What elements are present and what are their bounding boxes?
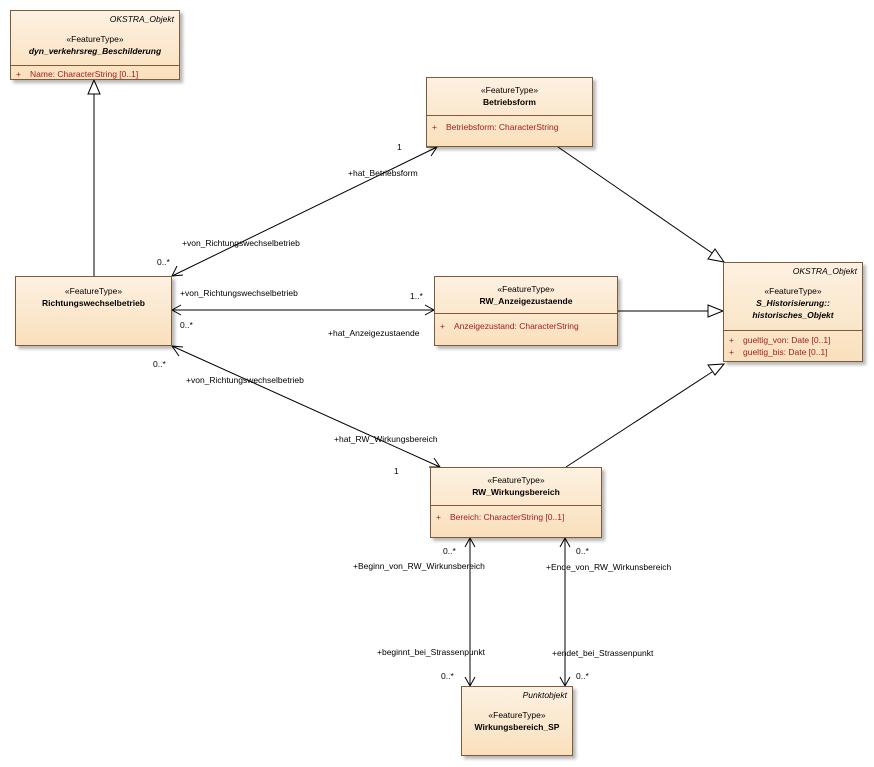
role-label: +hat_RW_Wirkungsbereich (334, 434, 438, 444)
role-label: +von_Richtungswechselbetrieb (186, 375, 304, 385)
class-wirkungsbereich-sp[interactable]: Punktobjekt «FeatureType» Wirkungsbereic… (461, 686, 573, 756)
class-stereotype: «FeatureType» (764, 286, 822, 296)
class-name: RW_Wirkungsbereich (472, 487, 560, 497)
multiplicity-label: 0..* (157, 257, 170, 267)
visibility-marker: + (432, 122, 437, 132)
class-betriebsform[interactable]: «FeatureType» Betriebsform + Betriebsfor… (426, 77, 593, 147)
class-name: Richtungswechselbetrieb (42, 298, 145, 308)
attribute-row[interactable]: + gueltig_von: Date [0..1] (724, 334, 862, 346)
multiplicity-label: 0..* (576, 546, 589, 556)
attribute-row[interactable]: + Bereich: CharacterString [0..1] (431, 511, 601, 523)
association-wirkung-sp-ende[interactable] (559, 536, 571, 688)
multiplicity-label: 0..* (441, 671, 454, 681)
visibility-marker: + (729, 347, 734, 357)
role-label: +von_Richtungswechselbetrieb (180, 288, 298, 298)
role-label: +beginnt_bei_Strassenpunkt (377, 647, 485, 657)
generalization-anzeige-hist[interactable] (618, 304, 725, 318)
class-tag: OKSTRA_Objekt (109, 14, 174, 24)
class-historisches-objekt[interactable]: OKSTRA_Objekt «FeatureType» S_Historisie… (723, 262, 863, 362)
class-rw-wirkungsbereich[interactable]: «FeatureType» RW_Wirkungsbereich + Berei… (430, 467, 602, 538)
role-label: +hat_Betriebsform (348, 168, 418, 178)
association-richtung-betriebsform[interactable] (171, 146, 438, 277)
class-tag: OKSTRA_Objekt (792, 266, 857, 276)
class-stereotype: «FeatureType» (64, 286, 123, 296)
class-name: Wirkungsbereich_SP (474, 722, 560, 732)
visibility-marker: + (729, 335, 734, 345)
attribute-text: Bereich: CharacterString [0..1] (450, 512, 565, 522)
role-label: +Ende_von_RW_Wirkunsbereich (546, 562, 672, 572)
multiplicity-label: 0..* (576, 671, 589, 681)
association-richtung-wirkung[interactable] (170, 345, 441, 468)
class-stereotype: «FeatureType» (480, 85, 539, 95)
role-label: +hat_Anzeigezustaende (328, 328, 420, 338)
role-label: +Beginn_von_RW_Wirkunsbereich (353, 561, 485, 571)
attribute-text: Anzeigezustand: CharacterString (454, 321, 579, 331)
association-richtung-anzeige[interactable] (170, 304, 436, 316)
multiplicity-label: 1 (394, 466, 399, 476)
class-stereotype: «FeatureType» (487, 475, 545, 485)
attribute-row[interactable]: + Anzeigezustand: CharacterString (435, 320, 617, 332)
visibility-marker: + (436, 512, 441, 522)
generalization-wirkung-hist[interactable] (565, 363, 726, 468)
attribute-row[interactable]: + Betriebsform: CharacterString (427, 121, 592, 133)
visibility-marker: + (16, 69, 21, 79)
multiplicity-label: 0..* (443, 546, 456, 556)
class-tag: Punktobjekt (522, 690, 567, 700)
multiplicity-label: 0..* (180, 320, 193, 330)
class-name: Betriebsform (483, 97, 536, 107)
visibility-marker: + (440, 321, 445, 331)
attribute-text: Betriebsform: CharacterString (446, 122, 559, 132)
generalization-richtung-dyn[interactable] (87, 78, 101, 276)
class-dyn-verkehrsreg-beschilderung[interactable]: OKSTRA_Objekt «FeatureType» dyn_verkehrs… (10, 10, 180, 80)
class-rw-anzeigezustaende[interactable]: «FeatureType» RW_Anzeigezustaende + Anze… (434, 276, 618, 346)
class-name: historisches_Objekt (752, 310, 834, 320)
class-stereotype: «FeatureType» (66, 34, 124, 44)
multiplicity-label: 1 (397, 142, 402, 152)
class-stereotype: «FeatureType» (497, 284, 555, 294)
attribute-row[interactable]: + Name: CharacterString [0..1] (11, 68, 179, 80)
role-label: +endet_bei_Strassenpunkt (552, 648, 654, 658)
class-name: RW_Anzeigezustaende (479, 296, 573, 306)
class-stereotype: «FeatureType» (488, 710, 546, 720)
multiplicity-label: 0..* (153, 359, 166, 369)
class-richtungswechselbetrieb[interactable]: «FeatureType» Richtungswechselbetrieb (15, 276, 172, 346)
attribute-row[interactable]: + gueltig_bis: Date [0..1] (724, 346, 862, 358)
multiplicity-label: 1..* (410, 291, 423, 301)
class-package: S_Historisierung:: (756, 298, 830, 308)
attribute-text: Name: CharacterString [0..1] (30, 69, 139, 79)
class-name: dyn_verkehrsreg_Beschilderung (28, 46, 162, 56)
generalization-betriebsform-hist[interactable] (557, 146, 726, 263)
role-label: +von_Richtungswechselbetrieb (182, 238, 300, 248)
attribute-text: gueltig_bis: Date [0..1] (743, 347, 828, 357)
attribute-text: gueltig_von: Date [0..1] (743, 335, 831, 345)
